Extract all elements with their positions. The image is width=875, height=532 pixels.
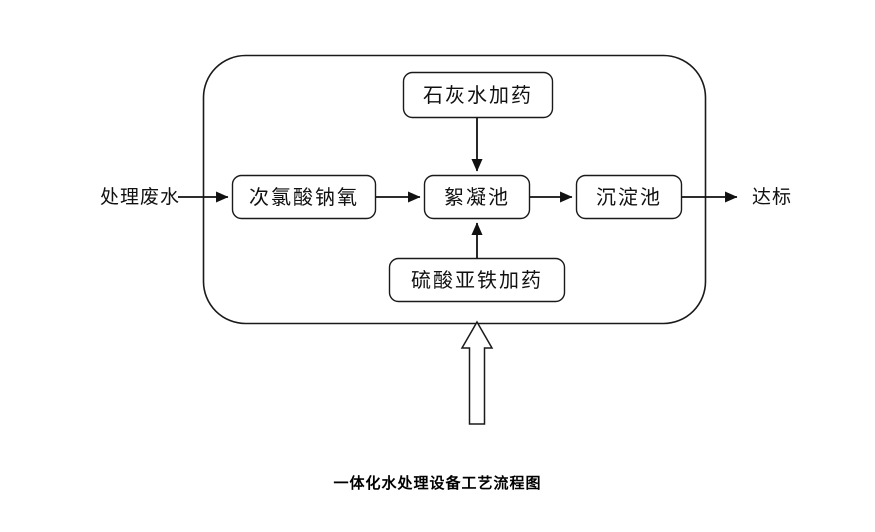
node-box-floc[interactable] [423, 174, 531, 220]
node-box-sediment[interactable] [575, 174, 683, 220]
diagram-caption: 一体化水处理设备工艺流程图 [333, 473, 542, 492]
node-box-lime[interactable] [402, 71, 554, 119]
edge-label-influent: 处理废水 [100, 185, 181, 208]
edge-label-effluent: 达标 [752, 185, 793, 208]
node-label-hypochlorite[interactable]: 次氯酸钠氧 [249, 185, 359, 209]
equipment-boundary [202, 54, 707, 325]
node-box-ferrous[interactable] [388, 257, 566, 303]
node-label-lime[interactable]: 石灰水加药 [423, 83, 533, 107]
node-label-sediment[interactable]: 沉淀池 [596, 185, 662, 209]
external-feed-block-arrow [460, 320, 494, 425]
node-box-hypochlorite[interactable] [231, 174, 377, 220]
node-label-floc[interactable]: 絮凝池 [444, 185, 510, 209]
node-label-ferrous[interactable]: 硫酸亚铁加药 [411, 268, 543, 292]
